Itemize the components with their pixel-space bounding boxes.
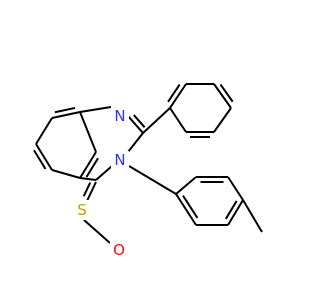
thione-bond	[86, 181, 97, 202]
atom-label-n1: N	[114, 107, 125, 125]
atom-s: S	[74, 200, 90, 220]
atom-o: O	[110, 240, 128, 260]
n3-tolyl-bond	[128, 165, 177, 195]
tolyl-bond-6	[175, 193, 197, 226]
sulfoxide-bond	[83, 219, 111, 244]
thione-bond-inner	[82, 182, 92, 197]
tolyl-bond-4-inner	[224, 200, 238, 220]
tolyl-bond-6-inner	[182, 195, 199, 219]
tolyl-bond-3	[227, 176, 244, 201]
methyl-bond	[242, 199, 263, 233]
atom-n3: N	[111, 151, 129, 169]
structure-canvas: N N S O	[33, 83, 263, 260]
ring-n3-c4	[95, 165, 113, 181]
benzo-bond-1-inner	[54, 106, 76, 114]
bond-layer	[33, 83, 263, 244]
c2-phenyl-bond	[142, 107, 171, 134]
atom-label-layer: N N S O	[74, 107, 129, 260]
benzo-bond-3	[35, 143, 53, 171]
ring-c2-n3	[127, 132, 144, 153]
ring-c4-c4a	[79, 177, 97, 181]
atom-label-s: S	[77, 201, 87, 219]
benzo-bond-4	[51, 169, 81, 179]
benzo-bond-1	[51, 111, 81, 119]
phenyl-bond-1	[169, 83, 187, 109]
phenyl-bond-6	[169, 107, 187, 133]
benzo-bond-5	[79, 151, 97, 179]
ring-n1-c2-inner	[133, 114, 146, 128]
benzo-bond-2	[35, 117, 53, 145]
phenyl-bond-1-inner	[167, 84, 181, 103]
ring-c8a-n1	[79, 106, 112, 113]
benzo-bond-5-inner	[85, 157, 99, 178]
ring-n1-c2	[127, 115, 144, 134]
phenyl-bond-3-inner	[219, 83, 234, 103]
atom-label-o: O	[113, 241, 125, 259]
benzo-bond-3-inner	[33, 149, 47, 170]
phenyl-bond-3	[213, 83, 232, 109]
atom-n1: N	[111, 107, 129, 125]
molecule-drawing: N N S O	[33, 83, 263, 260]
phenyl-bond-4	[213, 107, 232, 133]
tolyl-bond-4	[227, 199, 244, 226]
benzo-bond-6a	[79, 111, 97, 153]
tolyl-bond-1	[175, 176, 197, 195]
atom-label-n3: N	[114, 151, 125, 169]
